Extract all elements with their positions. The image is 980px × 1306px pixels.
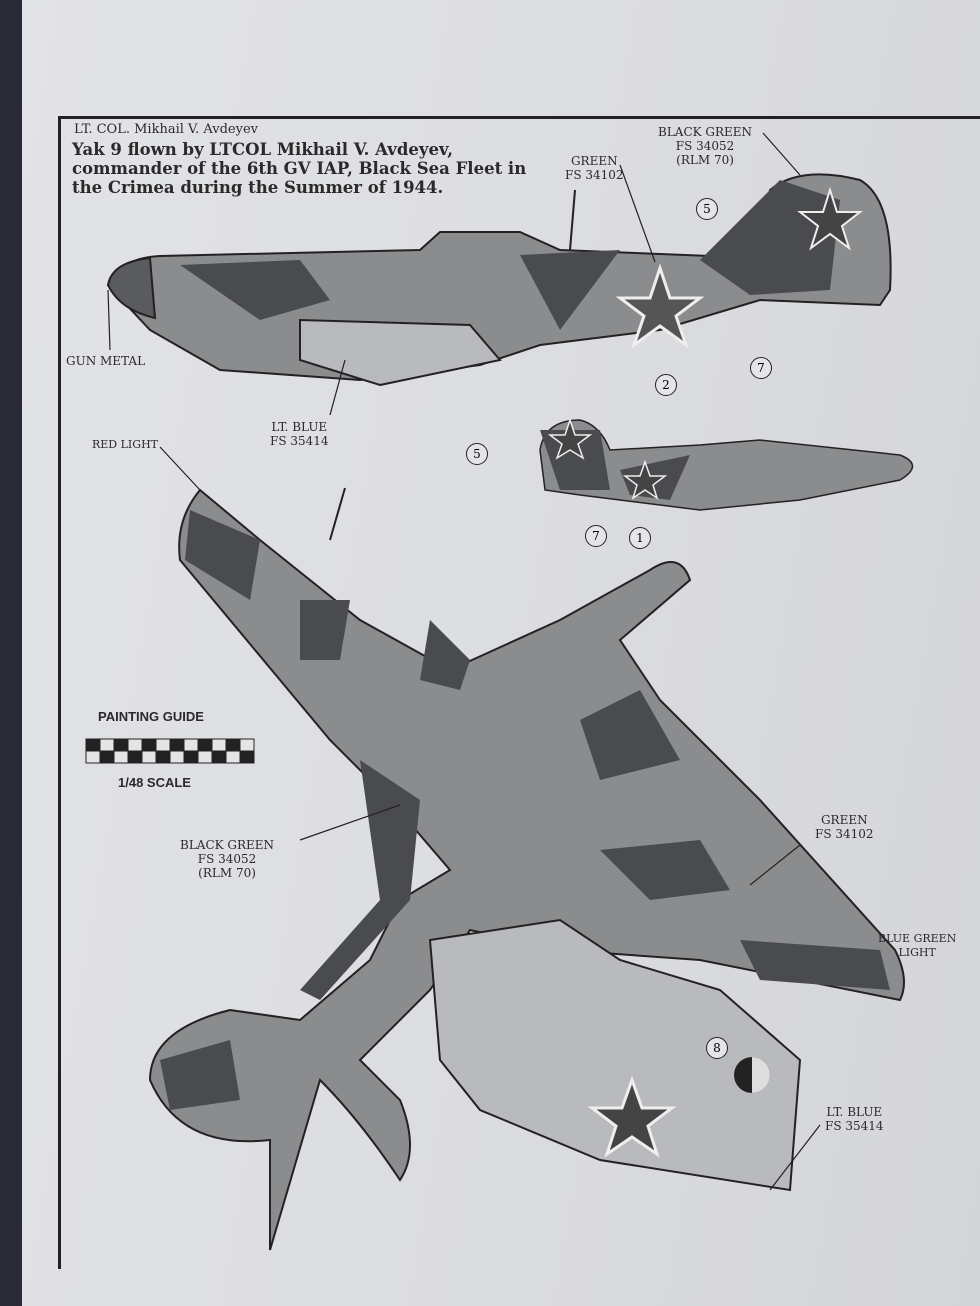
star-insignia-tail xyxy=(797,186,863,251)
callout-marker: 7 xyxy=(750,357,772,379)
binding-edge xyxy=(0,0,22,1306)
scale-label: 1/48 SCALE xyxy=(118,775,191,790)
callout-marker: 2 xyxy=(655,374,677,396)
pilot-label: LT. COL. Mikhail V. Avdeyev xyxy=(74,122,258,137)
callout-marker: 5 xyxy=(696,198,718,220)
star-insignia-underside xyxy=(587,1075,677,1158)
side-profile-small xyxy=(539,417,914,511)
plan-view xyxy=(148,487,905,1251)
star-insignia xyxy=(615,263,705,350)
page-frame xyxy=(58,116,980,1269)
callout-marker: 1 xyxy=(629,527,651,549)
side-profile-large xyxy=(106,173,892,387)
painting-guide-title: PAINTING GUIDE xyxy=(98,709,204,724)
leader-lines xyxy=(107,132,821,1191)
aircraft-caption: Yak 9 flown by LTCOL Mikhail V. Avdeyev,… xyxy=(72,140,527,197)
callout-marker: 7 xyxy=(585,525,607,547)
label-red-light: RED LIGHT xyxy=(92,438,158,451)
roundel-icon xyxy=(734,1057,770,1093)
scale-bar xyxy=(85,738,255,764)
callout-marker: 5 xyxy=(466,443,488,465)
callout-marker: 8 xyxy=(706,1037,728,1059)
label-gun-metal: GUN METAL xyxy=(66,354,146,368)
